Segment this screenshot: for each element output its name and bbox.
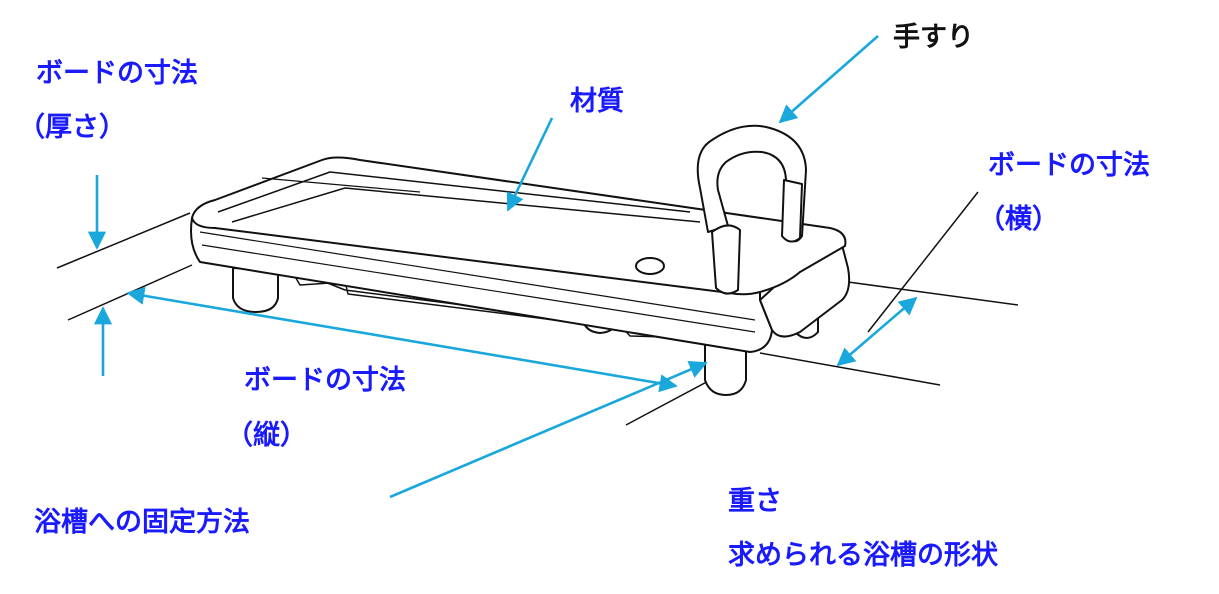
foot-front-right <box>704 339 747 396</box>
label-handrail: 手すり <box>893 22 974 53</box>
label-width-line1: ボードの寸法 <box>988 150 1150 181</box>
annotation-arrows <box>87 35 918 499</box>
handrail-front-post <box>711 224 741 295</box>
width-extension-line-top <box>867 191 979 333</box>
board-slat-1 <box>217 171 691 213</box>
label-material: 材質 <box>570 86 624 117</box>
label-thickness-line2: （厚さ） <box>18 112 126 143</box>
rim-line-right-bottom <box>759 352 941 386</box>
handrail-rear-post <box>781 179 803 243</box>
label-weight: 重さ <box>728 486 782 517</box>
label-thickness-line1: ボードの寸法 <box>36 58 198 89</box>
bath-board <box>190 124 851 396</box>
arrow-length <box>126 286 678 393</box>
rim-line-right-top <box>847 281 1019 306</box>
board-slat-2 <box>231 187 701 223</box>
rim-line-left-top <box>56 212 191 269</box>
arrow-fixing <box>389 361 708 499</box>
label-width-line2: （横） <box>978 204 1059 235</box>
width-extension-line-bottom <box>625 376 717 426</box>
arrow-width <box>836 296 918 367</box>
fixing-knob <box>635 257 665 275</box>
board-top-face <box>191 156 847 296</box>
arrow-material <box>506 117 554 212</box>
board-slat-3 <box>261 177 421 193</box>
label-length-line2: （縦） <box>226 420 307 451</box>
label-length-line1: ボードの寸法 <box>244 365 406 396</box>
label-fixing: 浴槽への固定方法 <box>34 507 250 538</box>
arrow-handrail <box>778 35 879 124</box>
label-shape: 求められる浴槽の形状 <box>728 540 998 571</box>
